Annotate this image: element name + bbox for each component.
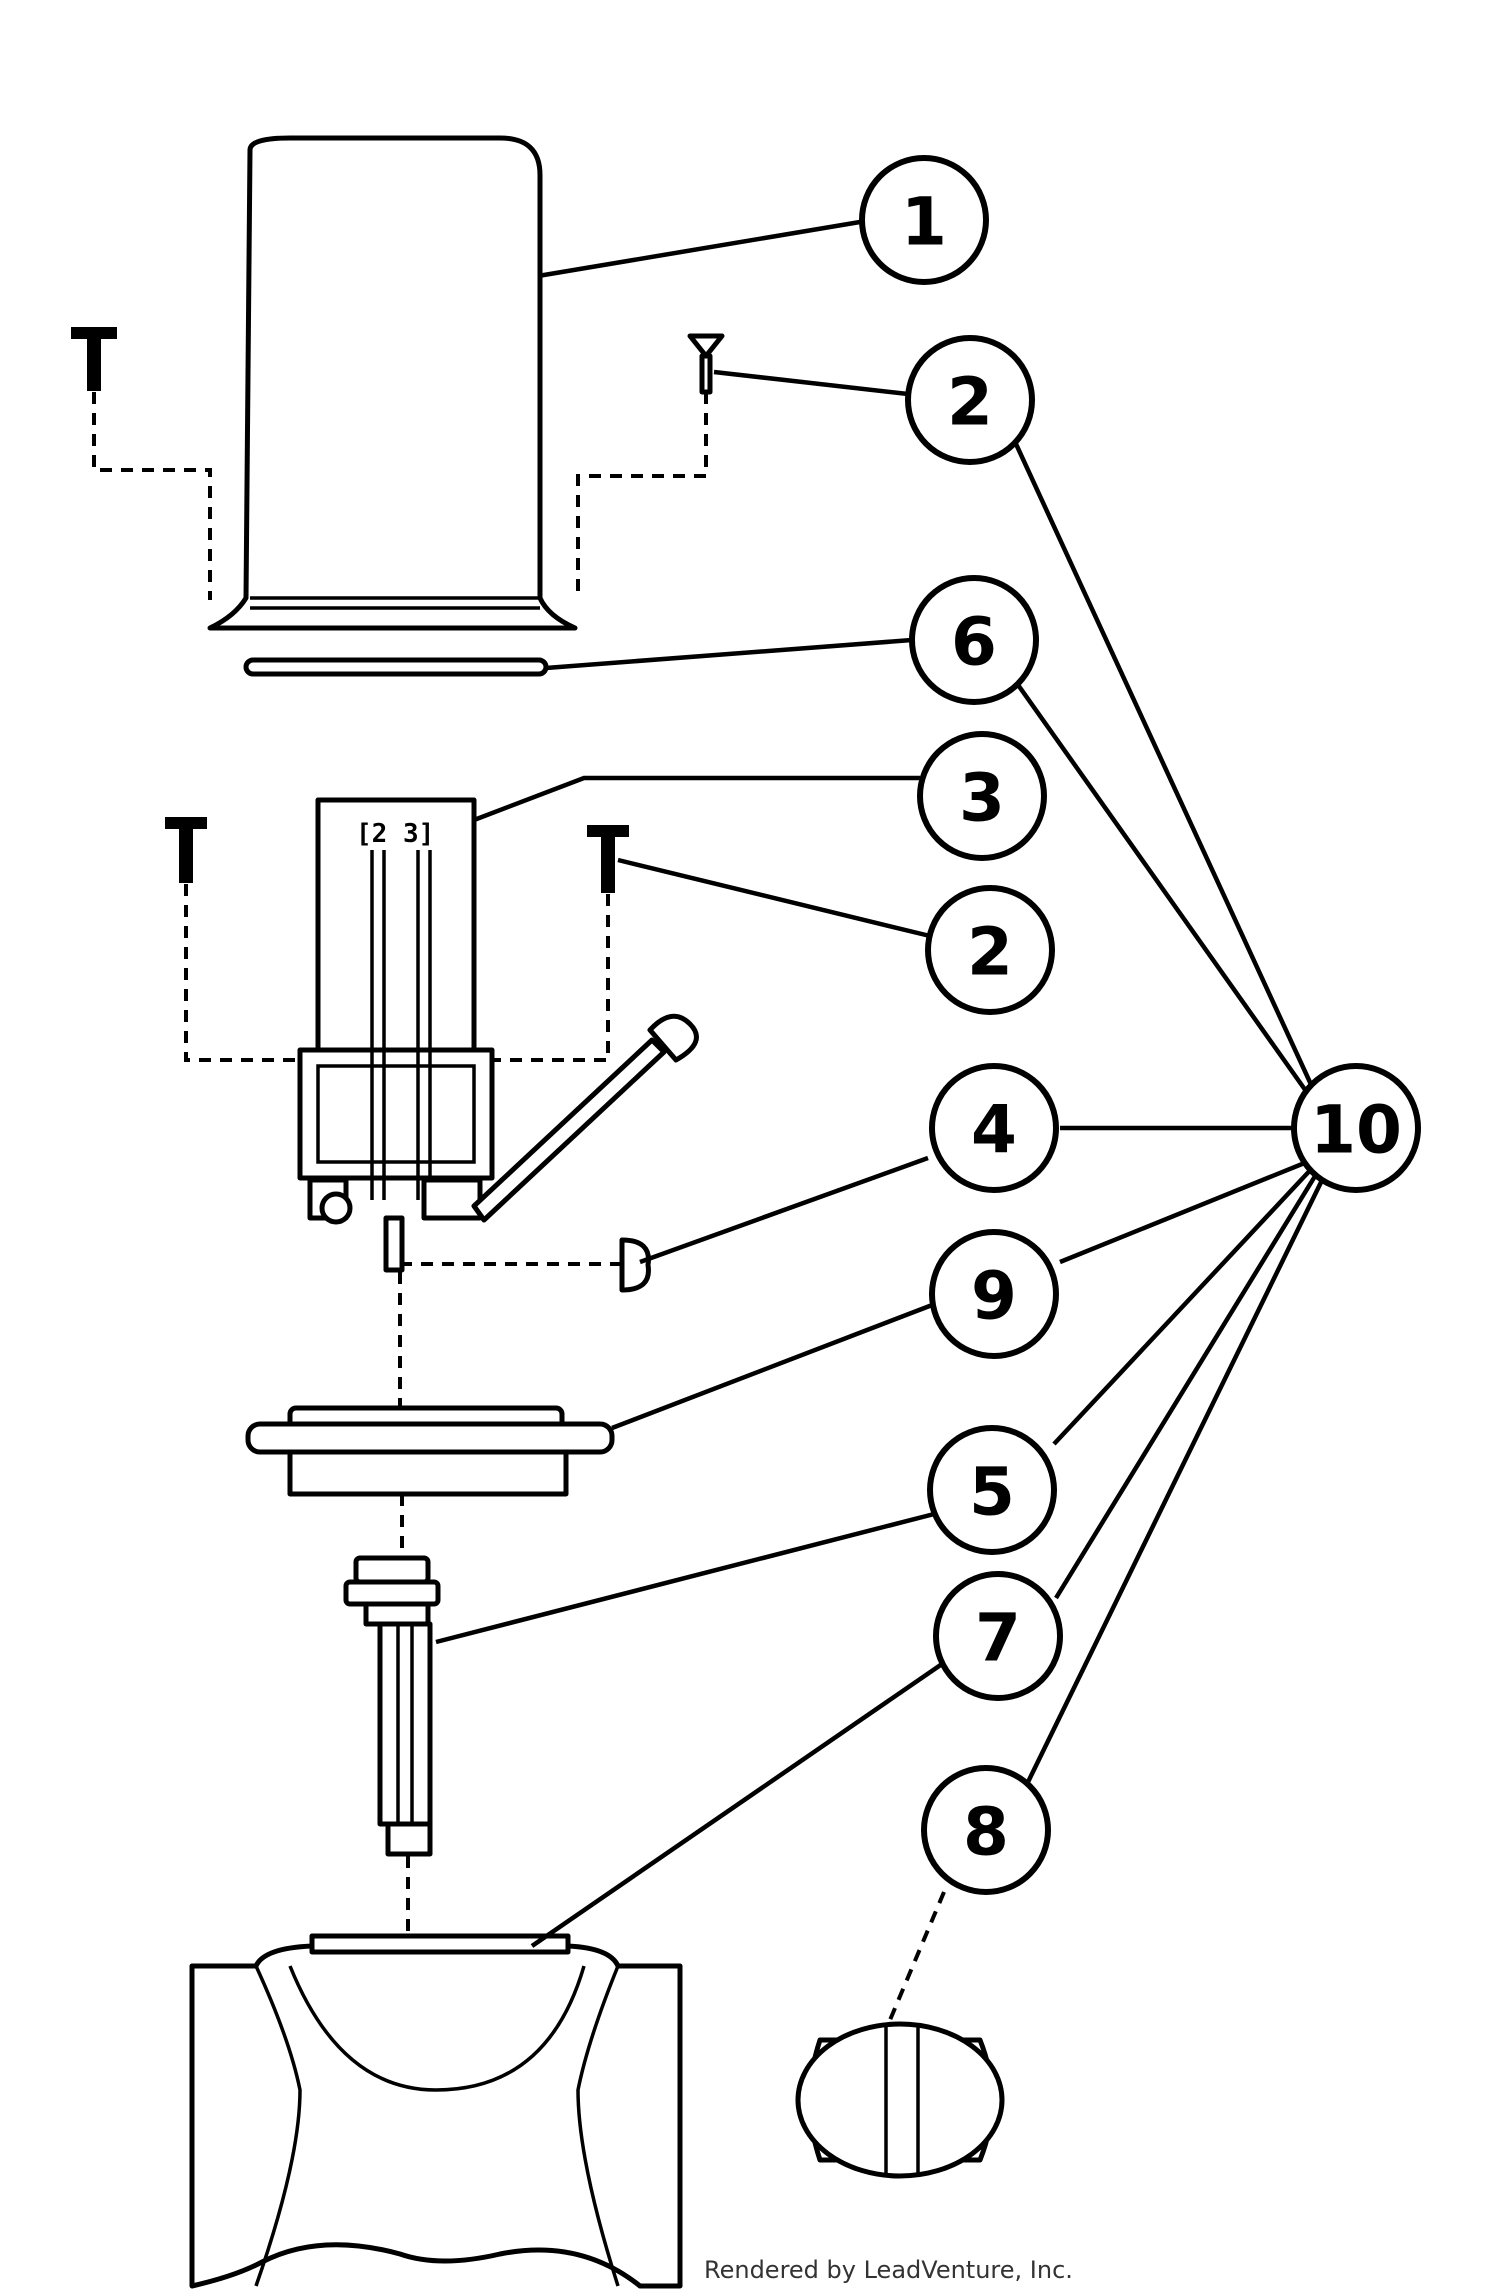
dash-screw-lower-left [184, 884, 300, 1062]
callout-2-upper: 2 [905, 335, 1035, 465]
wire-lead [471, 1013, 699, 1223]
callout-6: 6 [909, 575, 1039, 705]
callout-9: 9 [929, 1229, 1059, 1359]
callout-1: 1 [859, 155, 989, 285]
dash-screw-upper-right [576, 392, 708, 600]
callout-label: 7 [975, 1600, 1021, 1677]
callout-2-lower: 2 [925, 885, 1055, 1015]
screw-upper-left [71, 327, 117, 391]
callout-label: 1 [901, 184, 947, 261]
screw-lower-right [587, 825, 629, 893]
part-diaphragm [245, 1405, 615, 1497]
part-ball [795, 2021, 1005, 2179]
dash-ball [888, 1891, 946, 2021]
callout-8: 8 [921, 1765, 1051, 1895]
part-switch-body: [2 3] [297, 797, 495, 1273]
callout-label: 2 [967, 914, 1013, 991]
part-gasket [243, 657, 549, 677]
callout-label: 8 [963, 1794, 1009, 1871]
screw-upper-right [687, 333, 725, 395]
callout-label: 5 [969, 1454, 1015, 1531]
callout-7: 7 [933, 1571, 1063, 1701]
leader-lines [435, 219, 1329, 1948]
part-plug [619, 1237, 651, 1293]
callout-label: 6 [951, 604, 997, 681]
credit-text: Rendered by LeadVenture, Inc. [704, 2256, 1073, 2284]
part-plunger [343, 1555, 441, 1857]
callout-3: 3 [917, 731, 1047, 861]
callout-5: 5 [927, 1425, 1057, 1555]
part-valve-body [189, 1933, 683, 2289]
callout-label: 4 [971, 1092, 1017, 1169]
callout-label: 3 [959, 760, 1005, 837]
callout-label: 2 [947, 364, 993, 441]
dash-screw-upper-left [92, 392, 212, 600]
part-cover [207, 135, 578, 631]
callout-4: 4 [929, 1063, 1059, 1193]
screw-lower-left [165, 817, 207, 883]
callout-10: 10 [1291, 1063, 1421, 1193]
terminal-label: [2 3] [356, 819, 434, 849]
dash-screw-lower-right [492, 894, 610, 1062]
callout-label: 10 [1310, 1092, 1402, 1169]
callout-label: 9 [971, 1258, 1017, 1335]
